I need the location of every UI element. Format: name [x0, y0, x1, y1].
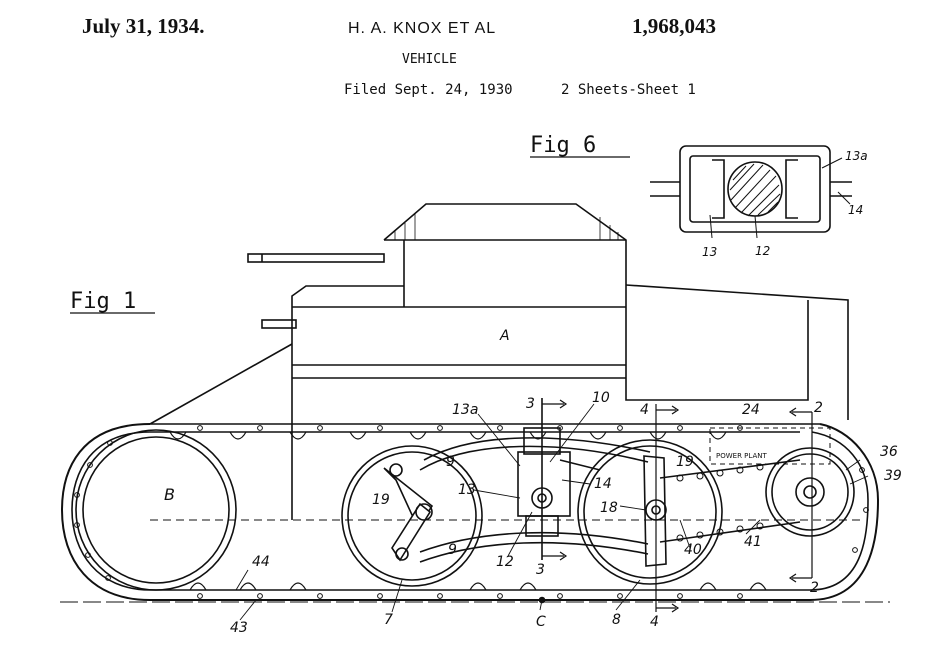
filing-date: Filed Sept. 24, 1930: [344, 82, 513, 98]
patent-number: 1,968,043: [632, 14, 716, 38]
fig1-label: Fig_1_: [70, 289, 150, 314]
label-2-bottom: 2: [810, 580, 819, 596]
label-36: 36: [880, 444, 898, 460]
label-44: 44: [252, 554, 270, 570]
label-3-bottom: 3: [536, 562, 545, 578]
label-C: C: [536, 614, 546, 630]
label-14: 14: [594, 476, 612, 492]
label-12: 12: [496, 554, 514, 570]
label-2-top: 2: [814, 400, 823, 416]
label-4-bottom: 4: [650, 614, 659, 630]
label-39: 39: [884, 468, 902, 484]
label-A: A: [499, 328, 510, 344]
label-9-upper: 9: [446, 454, 455, 470]
label-41: 41: [744, 534, 762, 550]
fig6-label-12: 12: [755, 244, 770, 258]
inventor-name: H. A. KNOX ET AL: [348, 20, 497, 37]
label-7: 7: [384, 612, 393, 628]
patent-date: July 31, 1934.: [82, 14, 205, 38]
label-9-lower: 9: [448, 542, 457, 558]
fig1-drawing: Fig_1_: [60, 203, 902, 636]
sheet-count: 2 Sheets-Sheet 1: [561, 82, 696, 98]
fig6-label-14: 14: [848, 203, 863, 217]
patent-title: VEHICLE: [402, 52, 457, 67]
label-power-plant: POWER PLANT: [716, 452, 767, 460]
fig6-label-13: 13: [702, 245, 717, 259]
fig6-drawing: Fig_6_ 13a 14 13 12: [530, 133, 868, 259]
label-4-top: 4: [640, 402, 649, 418]
label-19-left: 19: [372, 492, 390, 508]
label-3-top: 3: [526, 396, 535, 412]
label-40: 40: [684, 542, 702, 558]
fig6-label: Fig_6_: [530, 133, 610, 158]
label-24: 24: [742, 402, 760, 418]
label-8: 8: [612, 612, 621, 628]
label-18: 18: [600, 500, 618, 516]
label-19-right: 19: [676, 454, 694, 470]
label-43: 43: [230, 620, 248, 636]
fig6-label-13a: 13a: [845, 149, 868, 163]
label-B: B: [164, 485, 175, 504]
label-13: 13: [458, 482, 476, 498]
label-13a: 13a: [452, 402, 478, 418]
label-10: 10: [592, 390, 610, 406]
